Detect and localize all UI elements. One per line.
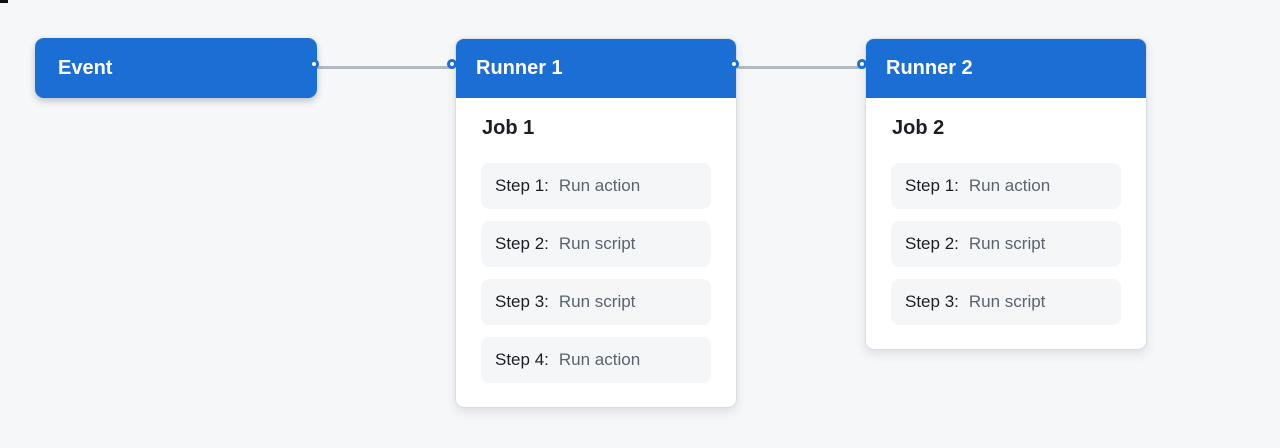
step-row: Step 4: Run action bbox=[481, 337, 711, 383]
event-label: Event bbox=[58, 56, 113, 79]
job2-title: Job 2 bbox=[892, 117, 945, 139]
step-label: Step 1: bbox=[495, 176, 549, 195]
runner2-title: Runner 2 bbox=[886, 56, 973, 79]
step-label: Step 3: bbox=[905, 292, 959, 311]
runner2-body: Job 2 Step 1: Run action Step 2: Run scr… bbox=[866, 98, 1146, 325]
connector-dot-event-right bbox=[309, 59, 319, 69]
event-node: Event bbox=[35, 38, 317, 98]
runner1-steps: Step 1: Run action Step 2: Run script St… bbox=[481, 163, 711, 383]
connector-dot-runner1-left bbox=[447, 59, 457, 69]
step-label: Step 2: bbox=[495, 234, 549, 253]
step-action: Run script bbox=[558, 234, 636, 253]
step-row: Step 1: Run action bbox=[481, 163, 711, 209]
runner1-title: Runner 1 bbox=[476, 56, 563, 79]
step-label: Step 3: bbox=[495, 292, 549, 311]
step-row: Step 2: Run script bbox=[481, 221, 711, 267]
runner1-header: Runner 1 bbox=[456, 39, 736, 98]
connector-runner1-runner2 bbox=[737, 66, 865, 69]
step-label: Step 2: bbox=[905, 234, 959, 253]
step-label: Step 4: bbox=[495, 350, 549, 369]
runner1-card: Runner 1 Job 1 Step 1: Run action Step 2… bbox=[455, 38, 737, 408]
step-action: Run script bbox=[968, 292, 1046, 311]
step-label: Step 1: bbox=[905, 176, 959, 195]
connector-event-runner1 bbox=[317, 66, 455, 69]
runner2-steps: Step 1: Run action Step 2: Run script St… bbox=[891, 163, 1121, 325]
connector-dot-runner1-right bbox=[729, 59, 739, 69]
step-action: Run script bbox=[558, 292, 636, 311]
runner1-body: Job 1 Step 1: Run action Step 2: Run scr… bbox=[456, 98, 736, 383]
runner2-card: Runner 2 Job 2 Step 1: Run action Step 2… bbox=[865, 38, 1147, 350]
job1-title: Job 1 bbox=[482, 117, 535, 139]
step-action: Run action bbox=[968, 176, 1051, 195]
step-action: Run script bbox=[968, 234, 1046, 253]
runner2-header: Runner 2 bbox=[866, 39, 1146, 98]
step-action: Run action bbox=[558, 350, 641, 369]
step-row: Step 1: Run action bbox=[891, 163, 1121, 209]
corner-artifact bbox=[0, 0, 8, 3]
step-row: Step 3: Run script bbox=[481, 279, 711, 325]
step-row: Step 2: Run script bbox=[891, 221, 1121, 267]
step-action: Run action bbox=[558, 176, 641, 195]
step-row: Step 3: Run script bbox=[891, 279, 1121, 325]
connector-dot-runner2-left bbox=[857, 59, 867, 69]
